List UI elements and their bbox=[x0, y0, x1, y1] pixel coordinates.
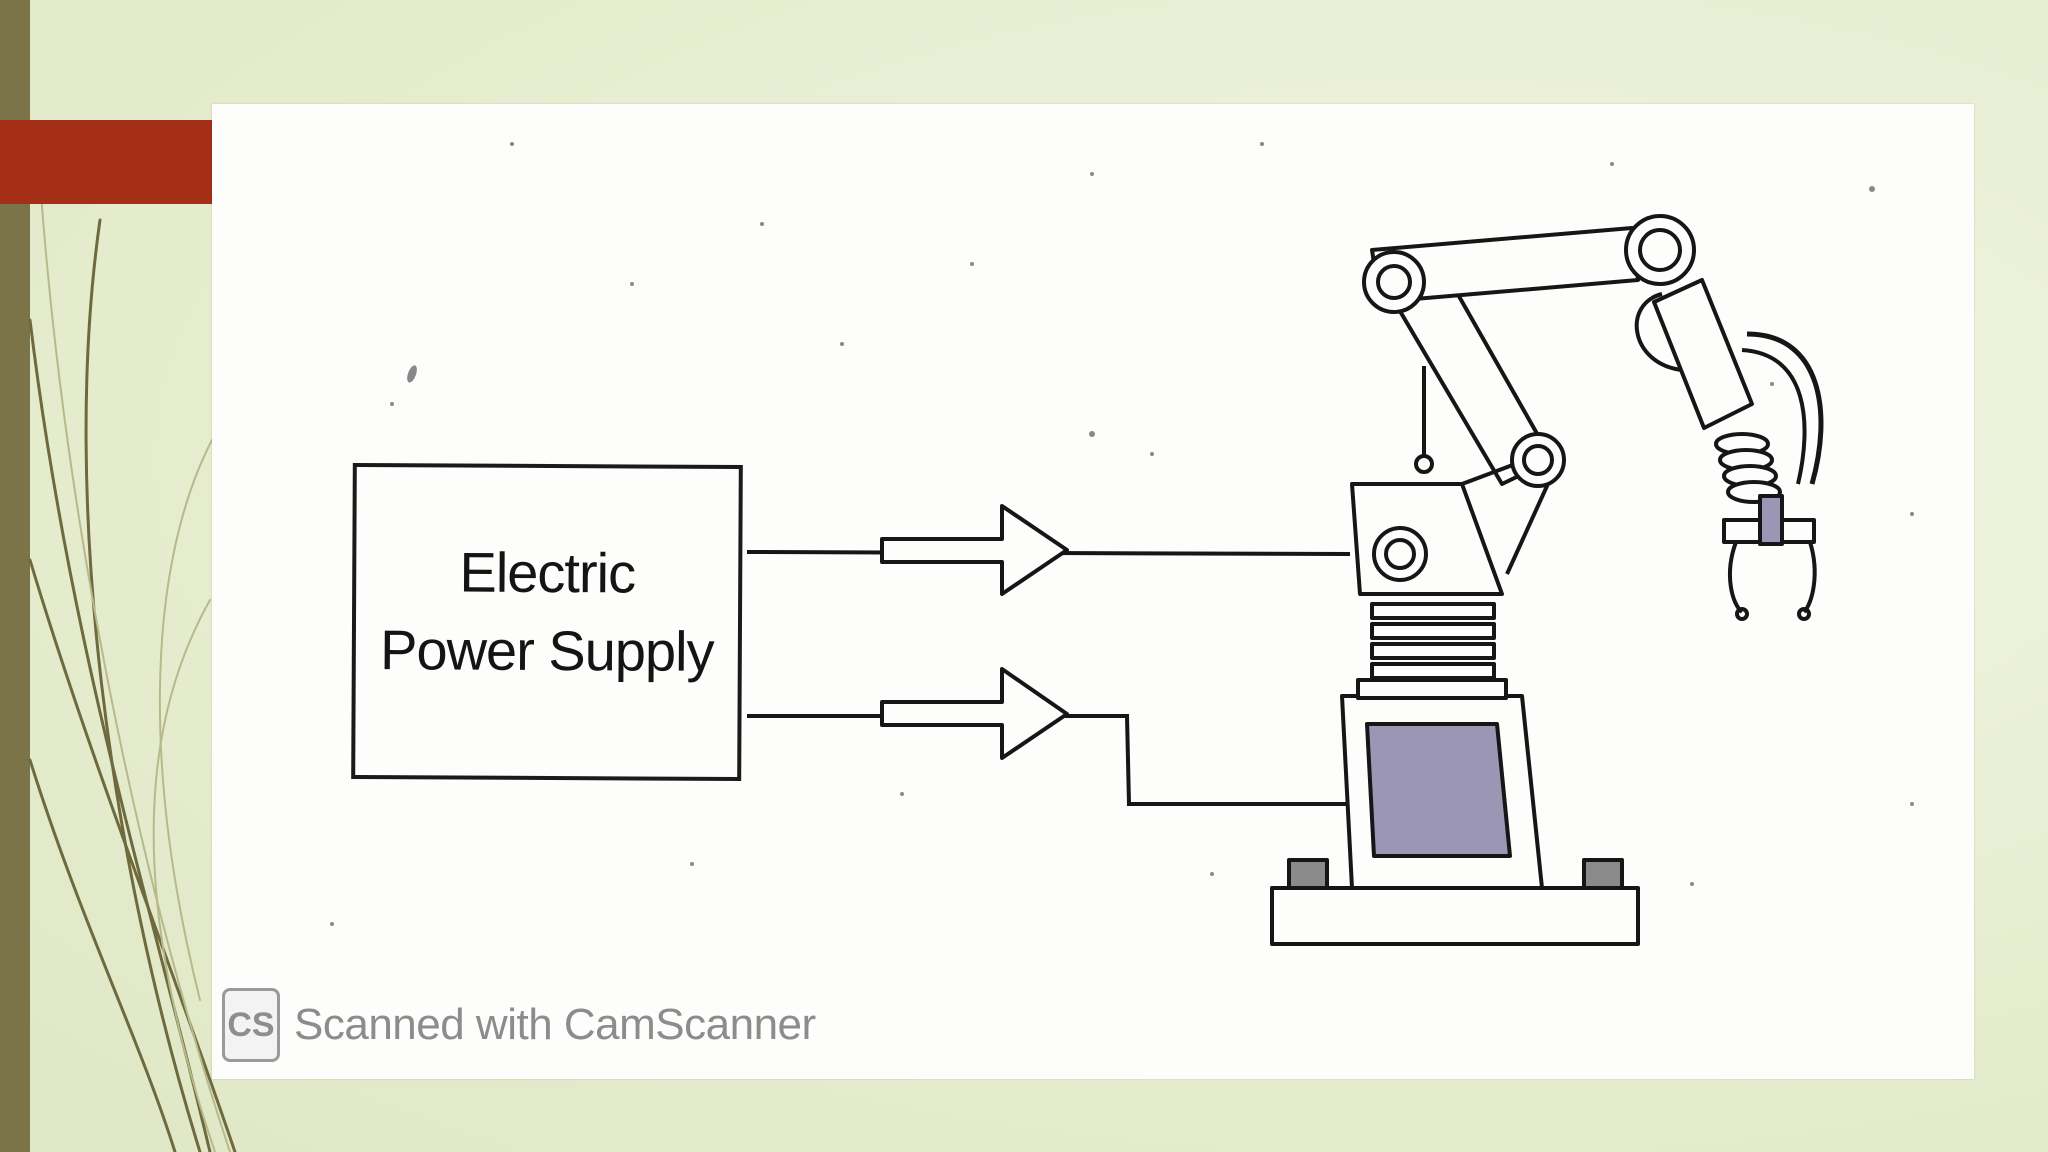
scan-speckles bbox=[330, 142, 1914, 926]
camscanner-watermark: CS Scanned with CamScanner bbox=[222, 986, 816, 1064]
scanned-image-panel: Electric Power Supply CS Scanned with Ca… bbox=[212, 104, 1974, 1079]
camscanner-logo-icon: CS bbox=[222, 988, 280, 1062]
diagram-drawing bbox=[330, 142, 1914, 946]
camscanner-text: Scanned with CamScanner bbox=[294, 1000, 816, 1049]
power-supply-box: Electric Power Supply bbox=[351, 462, 743, 782]
robot-arm-icon bbox=[1270, 214, 1824, 946]
arrow-icons bbox=[880, 504, 1069, 760]
slide-accent-bar bbox=[0, 120, 212, 204]
connection-lines bbox=[746, 550, 1351, 806]
decorative-leaf-lines bbox=[28, 179, 237, 1152]
power-supply-label-line2: Power Supply bbox=[379, 618, 714, 683]
wrist-spring bbox=[1714, 432, 1782, 504]
power-supply-label-line1: Electric bbox=[459, 540, 636, 605]
power-supply-label: Electric Power Supply bbox=[356, 533, 739, 691]
